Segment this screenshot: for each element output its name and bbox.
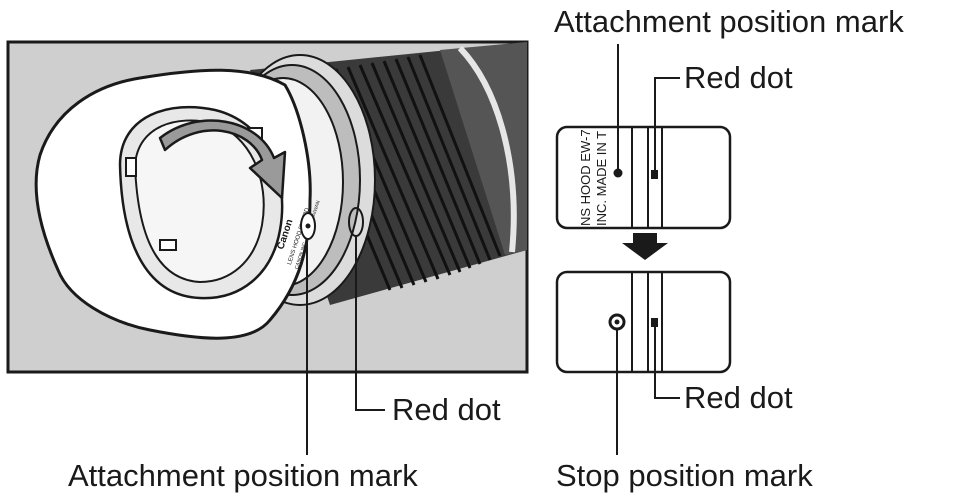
down-arrow-icon bbox=[622, 233, 668, 260]
attachment-position-mark-label-top: Attachment position mark bbox=[554, 4, 904, 39]
red-dot-icon bbox=[651, 318, 658, 327]
red-dot-label-left: Red dot bbox=[392, 392, 501, 427]
left-leader-lines bbox=[306, 236, 385, 455]
hood-detail-after bbox=[555, 270, 732, 374]
svg-text:INC. MADE IN T: INC. MADE IN T bbox=[594, 131, 609, 226]
lens-hood: Canon LENS HOOD EW-73D CANON INC. MADE I… bbox=[34, 68, 322, 340]
red-dot-label-bottom: Red dot bbox=[684, 380, 793, 415]
right-leader-lines bbox=[616, 44, 680, 455]
attachment-mark-icon bbox=[613, 168, 623, 178]
hood-detail-before: NS HOOD EW-7 INC. MADE IN T bbox=[555, 125, 732, 230]
lens-photo-panel: Canon LENS HOOD EW-73D CANON INC. MADE I… bbox=[6, 40, 529, 374]
rotation-arrow-icon bbox=[158, 119, 287, 200]
red-dot-label-top: Red dot bbox=[684, 60, 793, 95]
stop-position-mark-label: Stop position mark bbox=[556, 458, 813, 493]
attachment-position-mark-label-bottom: Attachment position mark bbox=[68, 458, 418, 493]
hood-print-text: NS HOOD EW-7 INC. MADE IN T bbox=[578, 129, 609, 226]
red-dot-icon bbox=[651, 170, 658, 179]
svg-text:NS HOOD EW-7: NS HOOD EW-7 bbox=[578, 129, 593, 226]
